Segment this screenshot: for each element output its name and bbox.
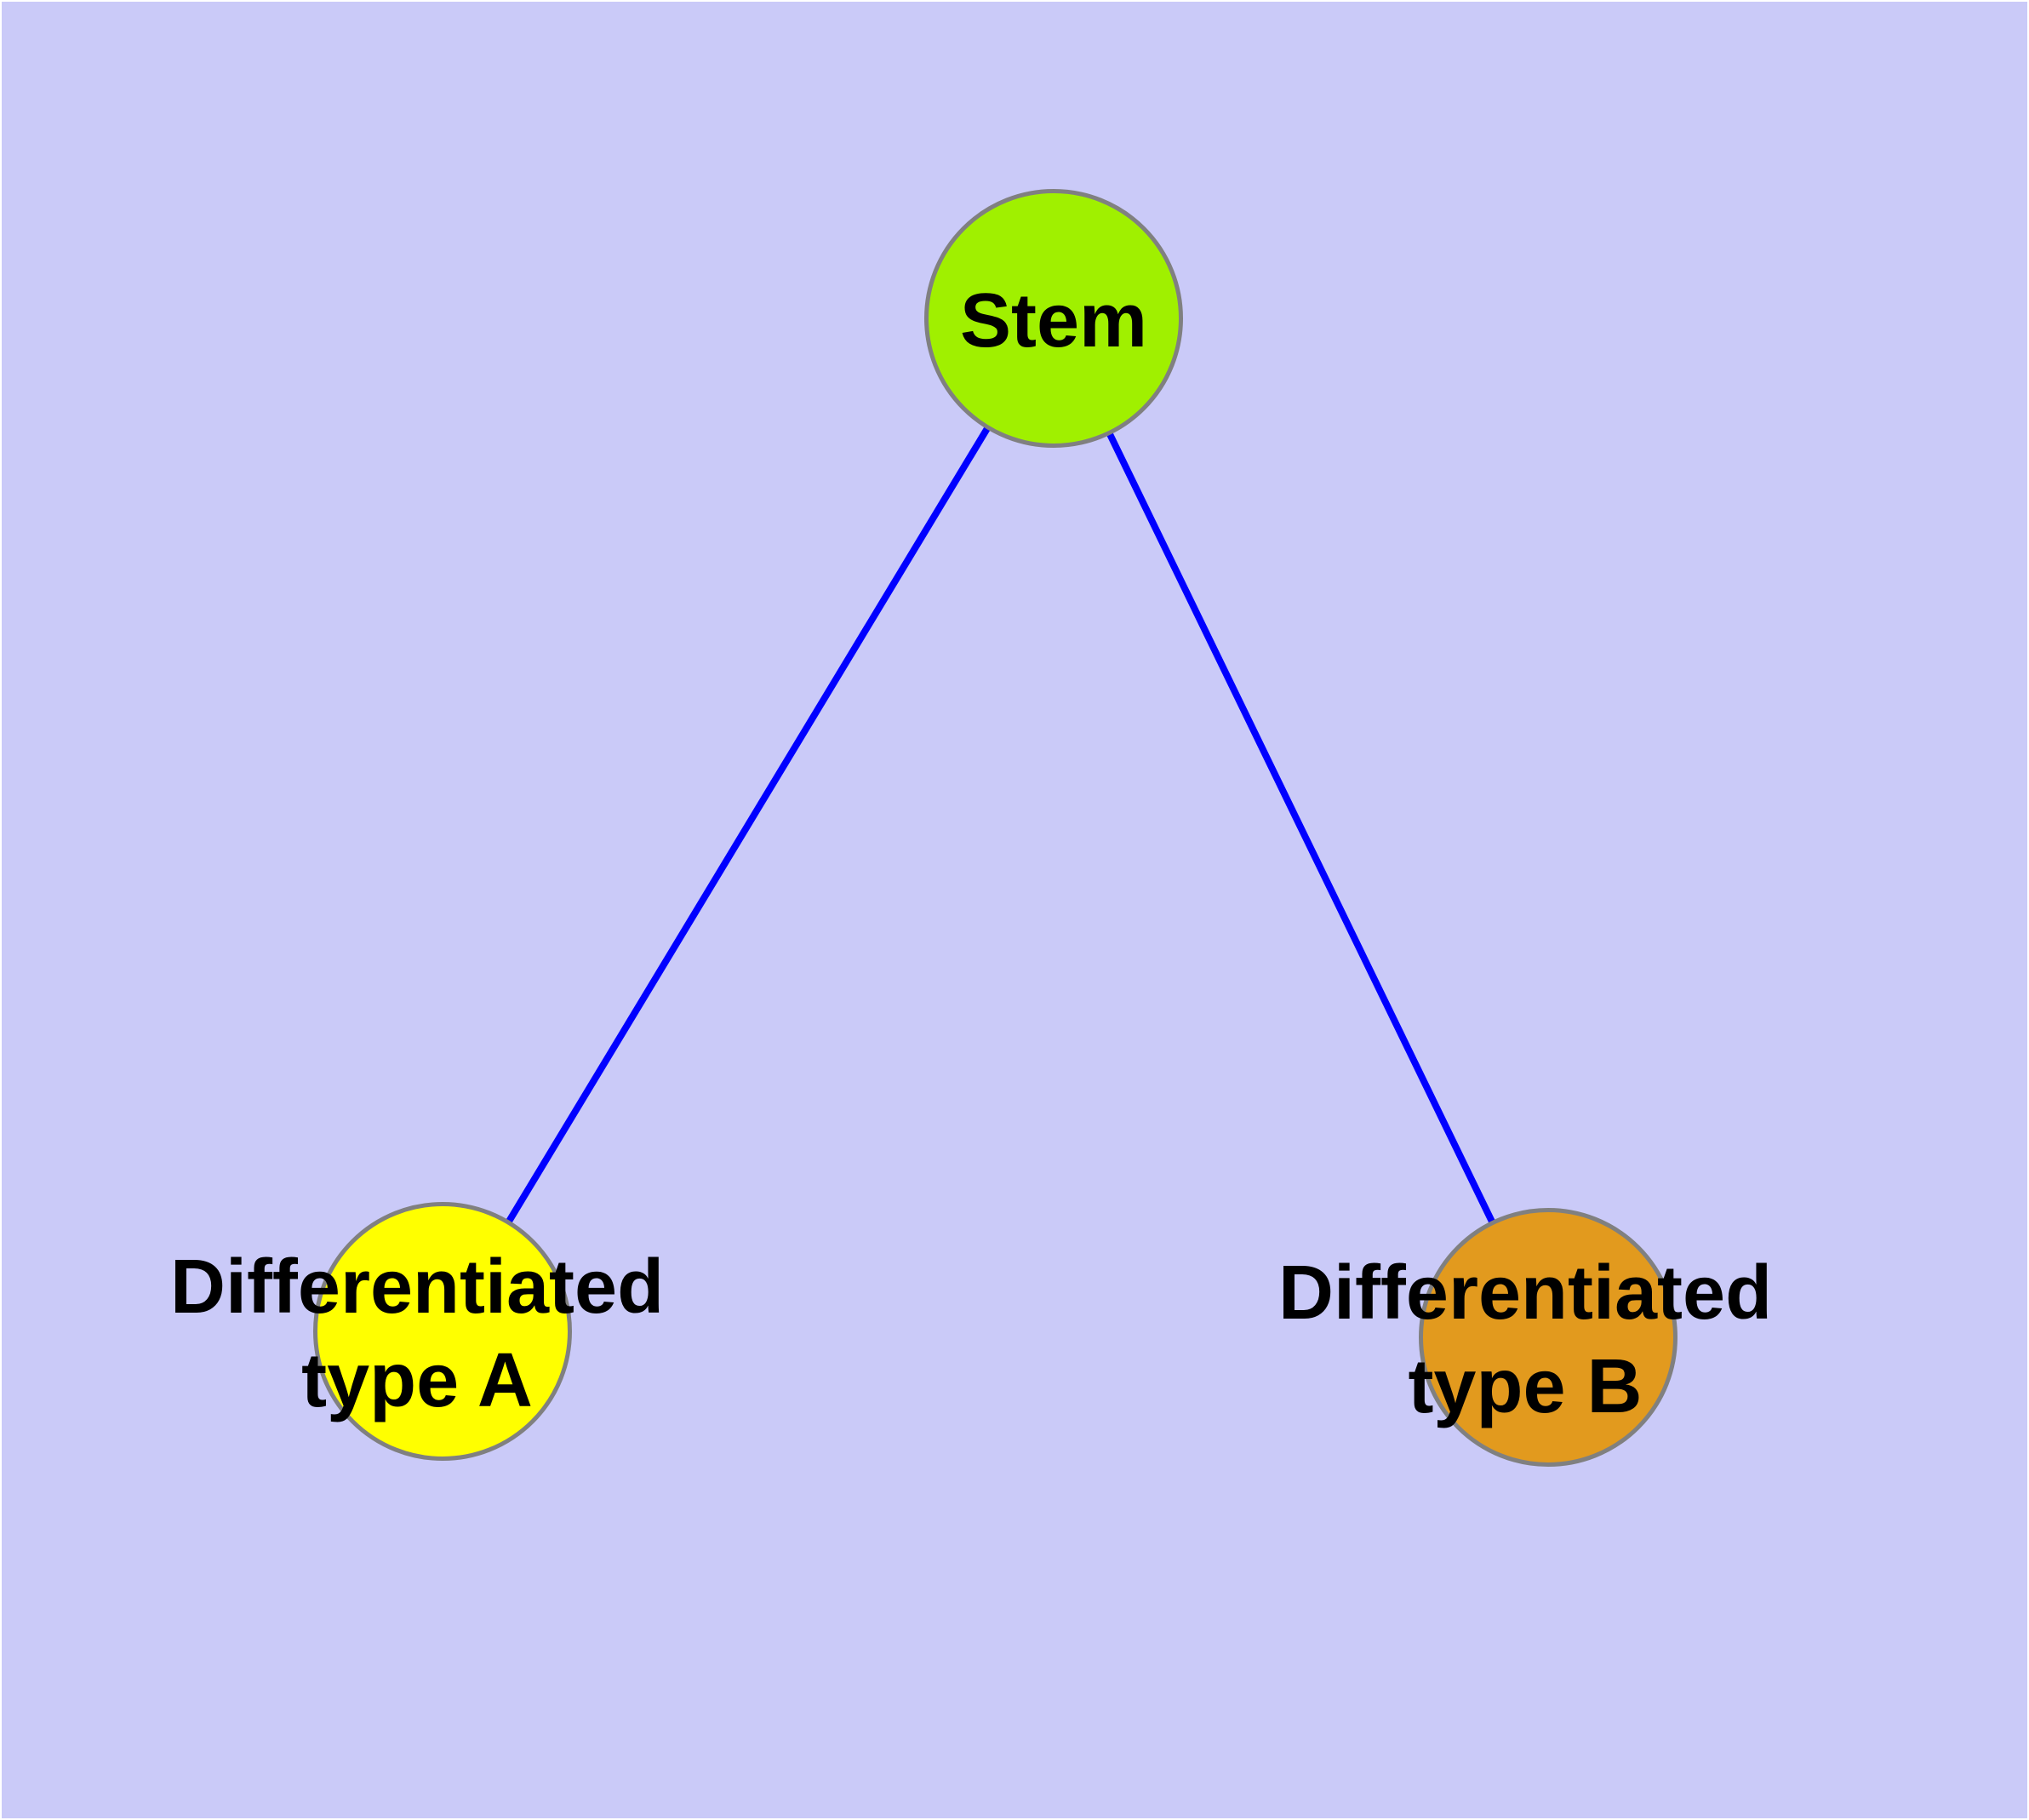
edge-stem-to-type-a: [439, 316, 1057, 1334]
node-differentiated-type-b: [1419, 1208, 1677, 1467]
node-stem: [924, 189, 1183, 448]
edge-stem-to-type-b: [1050, 317, 1552, 1339]
node-differentiated-type-a: [313, 1202, 572, 1461]
